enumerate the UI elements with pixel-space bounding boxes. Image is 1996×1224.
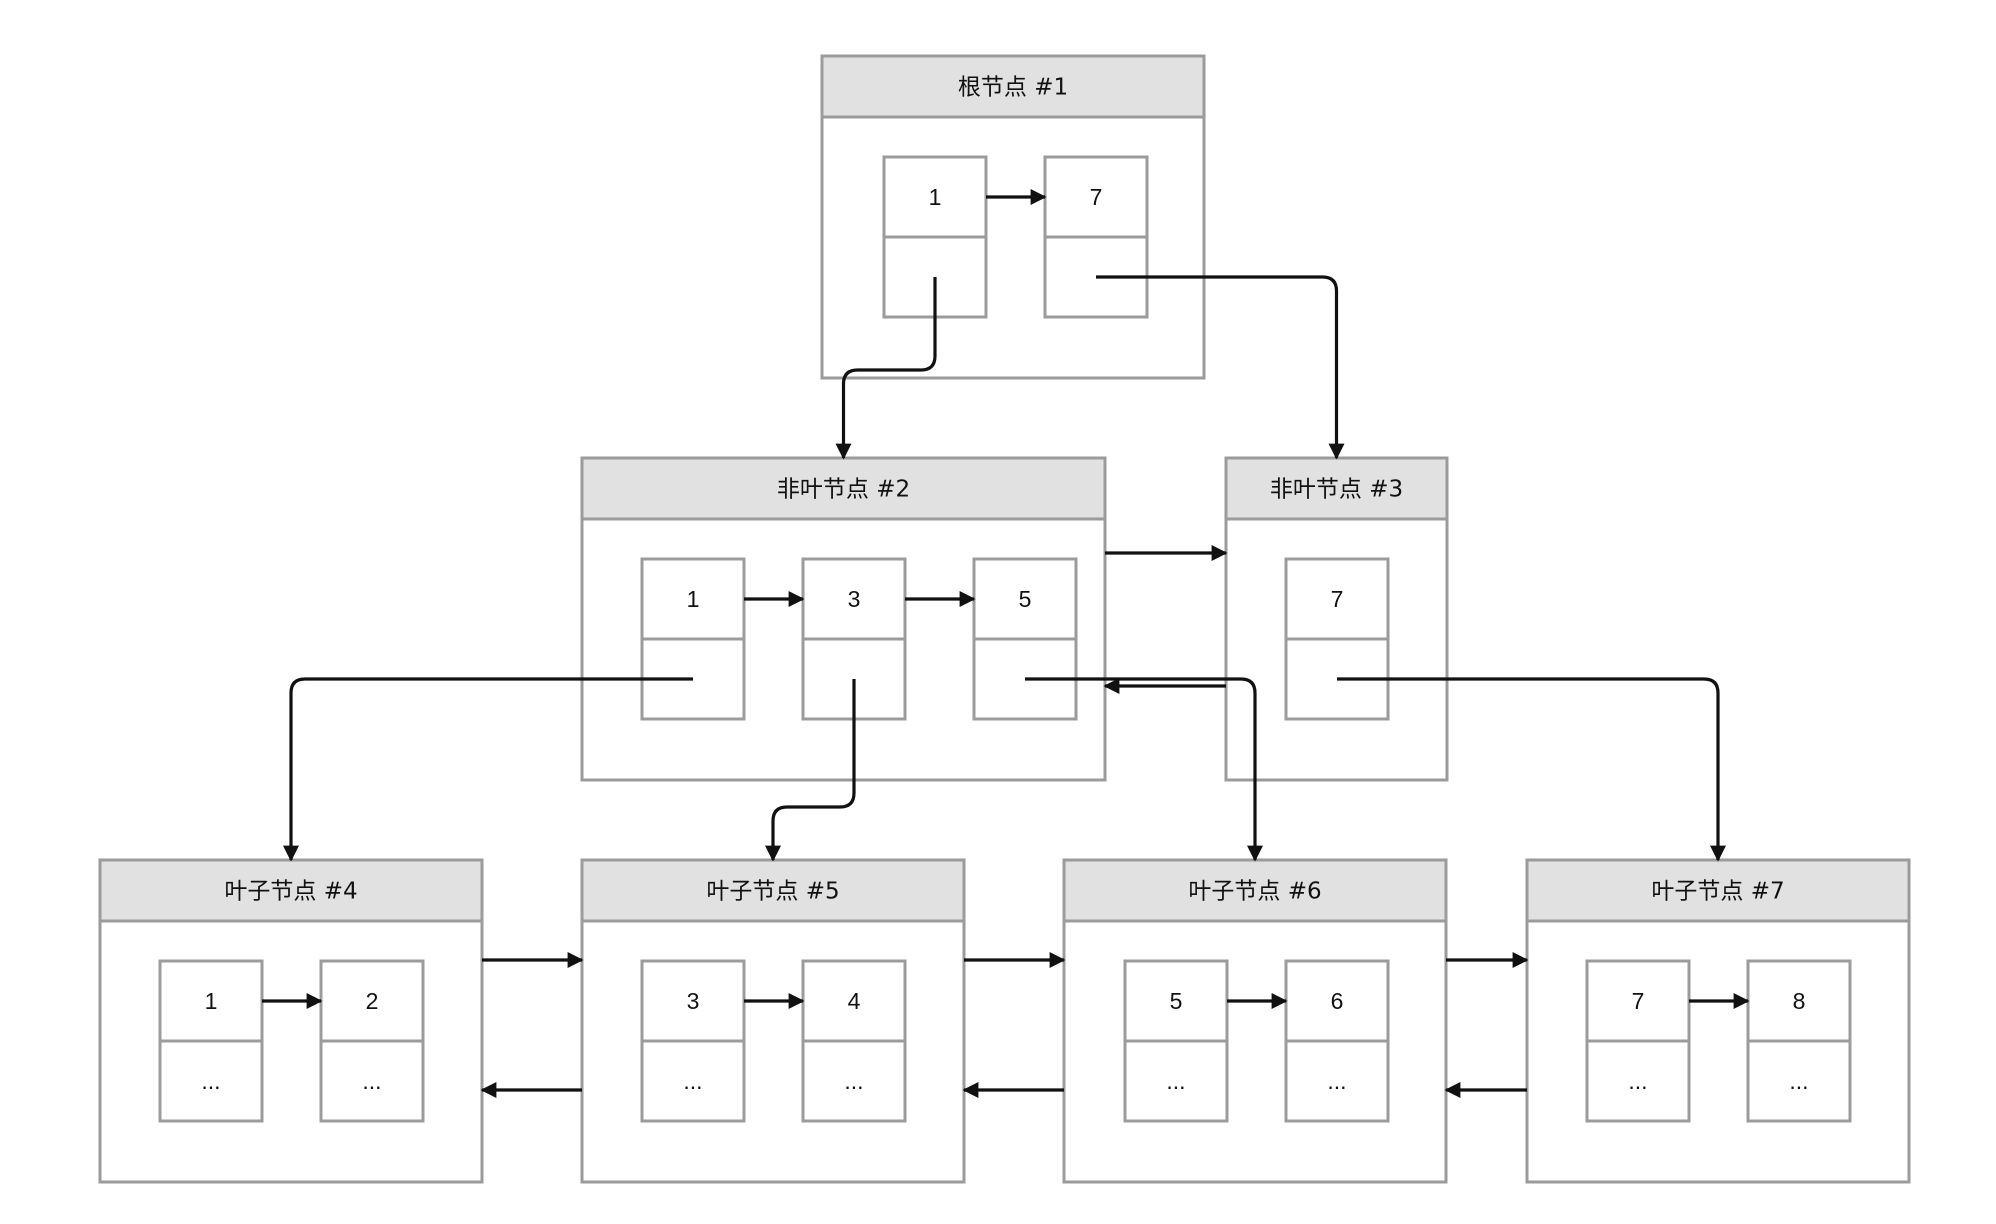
value-cell [1284, 1039, 1390, 1123]
entry-key: 8 [1793, 988, 1806, 1014]
node-entry: 4... [801, 959, 907, 1123]
node-entry: 1... [158, 959, 264, 1123]
btree-node-n7: 叶子节点 #77...8... [1525, 858, 1911, 1184]
entry-key: 1 [929, 184, 942, 210]
edge-child-pointer-n3-entry0-to-n7 [1337, 677, 1726, 862]
entry-key: 1 [205, 988, 218, 1014]
node-entry: 7... [1585, 959, 1691, 1123]
node-header [1525, 858, 1911, 923]
value-cell [640, 1039, 746, 1123]
entry-key: 6 [1331, 988, 1344, 1014]
key-cell [1585, 959, 1691, 1043]
btree-node-n2: 非叶节点 #2 1 3 5 [580, 456, 1107, 782]
node-title: 叶子节点 #4 [224, 879, 357, 905]
entry-value: ... [1327, 1068, 1346, 1094]
entry-key: 5 [1170, 988, 1183, 1014]
edges-layer [262, 189, 1750, 1098]
node-header [820, 54, 1206, 119]
entry-value: ... [1789, 1068, 1808, 1094]
btree-node-n6: 叶子节点 #65...6... [1062, 858, 1448, 1184]
entry-value: ... [1166, 1068, 1185, 1094]
entry-key: 4 [848, 988, 861, 1014]
entry-key: 3 [687, 988, 700, 1014]
btree-node-n3: 非叶节点 #3 7 [1224, 456, 1449, 782]
btree-node-n4: 叶子节点 #41...2... [98, 858, 484, 1184]
edge-child-pointer-n2-entry2-to-n6 [1025, 677, 1263, 862]
key-cell [801, 959, 907, 1043]
node-title: 根节点 #1 [958, 75, 1068, 101]
node-entry: 5 [972, 557, 1078, 721]
node-entry: 2... [319, 959, 425, 1123]
node-entry: 3 [801, 557, 907, 721]
btree-node-n5: 叶子节点 #53...4... [580, 858, 966, 1184]
node-title: 非叶节点 #2 [777, 477, 910, 503]
key-cell [1284, 959, 1390, 1043]
entry-value: ... [844, 1068, 863, 1094]
entry-key: 1 [687, 586, 700, 612]
entry-key: 7 [1331, 586, 1344, 612]
entry-value: ... [201, 1068, 220, 1094]
node-title: 叶子节点 #5 [706, 879, 839, 905]
node-title: 叶子节点 #6 [1188, 879, 1321, 905]
value-cell [1746, 1039, 1852, 1123]
node-header [1062, 858, 1448, 923]
entry-key: 2 [366, 988, 379, 1014]
node-entry: 3... [640, 959, 746, 1123]
value-cell [1585, 1039, 1691, 1123]
edge-child-pointer-n2-entry1-to-n5 [765, 679, 856, 862]
btree-node-n1: 根节点 #1 1 7 [820, 54, 1206, 380]
node-entry: 1 [640, 557, 746, 721]
entry-key: 7 [1090, 184, 1103, 210]
node-entry: 7 [1284, 557, 1390, 721]
edge-child-pointer-n1-entry0-to-n2 [835, 277, 937, 460]
node-entry: 8... [1746, 959, 1852, 1123]
key-cell [640, 557, 746, 641]
edge-child-pointer-n2-entry0-to-n4 [283, 677, 693, 862]
edge-child-pointer-n1-entry1-to-n3 [1096, 275, 1345, 460]
value-cell [158, 1039, 264, 1123]
entry-value: ... [683, 1068, 702, 1094]
key-cell [801, 557, 907, 641]
value-cell [801, 1039, 907, 1123]
entry-value: ... [1628, 1068, 1647, 1094]
node-entry: 5... [1123, 959, 1229, 1123]
node-title: 非叶节点 #3 [1270, 477, 1403, 503]
value-cell [319, 1039, 425, 1123]
entry-key: 5 [1019, 586, 1032, 612]
node-header [580, 858, 966, 923]
node-header [1224, 456, 1449, 521]
node-header [98, 858, 484, 923]
value-cell [1123, 1039, 1229, 1123]
node-title: 叶子节点 #7 [1651, 879, 1784, 905]
entry-key: 7 [1632, 988, 1645, 1014]
entry-value: ... [362, 1068, 381, 1094]
entry-key: 3 [848, 586, 861, 612]
node-header [580, 456, 1107, 521]
node-entry: 6... [1284, 959, 1390, 1123]
node-entry: 7 [1043, 155, 1149, 319]
key-cell [1746, 959, 1852, 1043]
